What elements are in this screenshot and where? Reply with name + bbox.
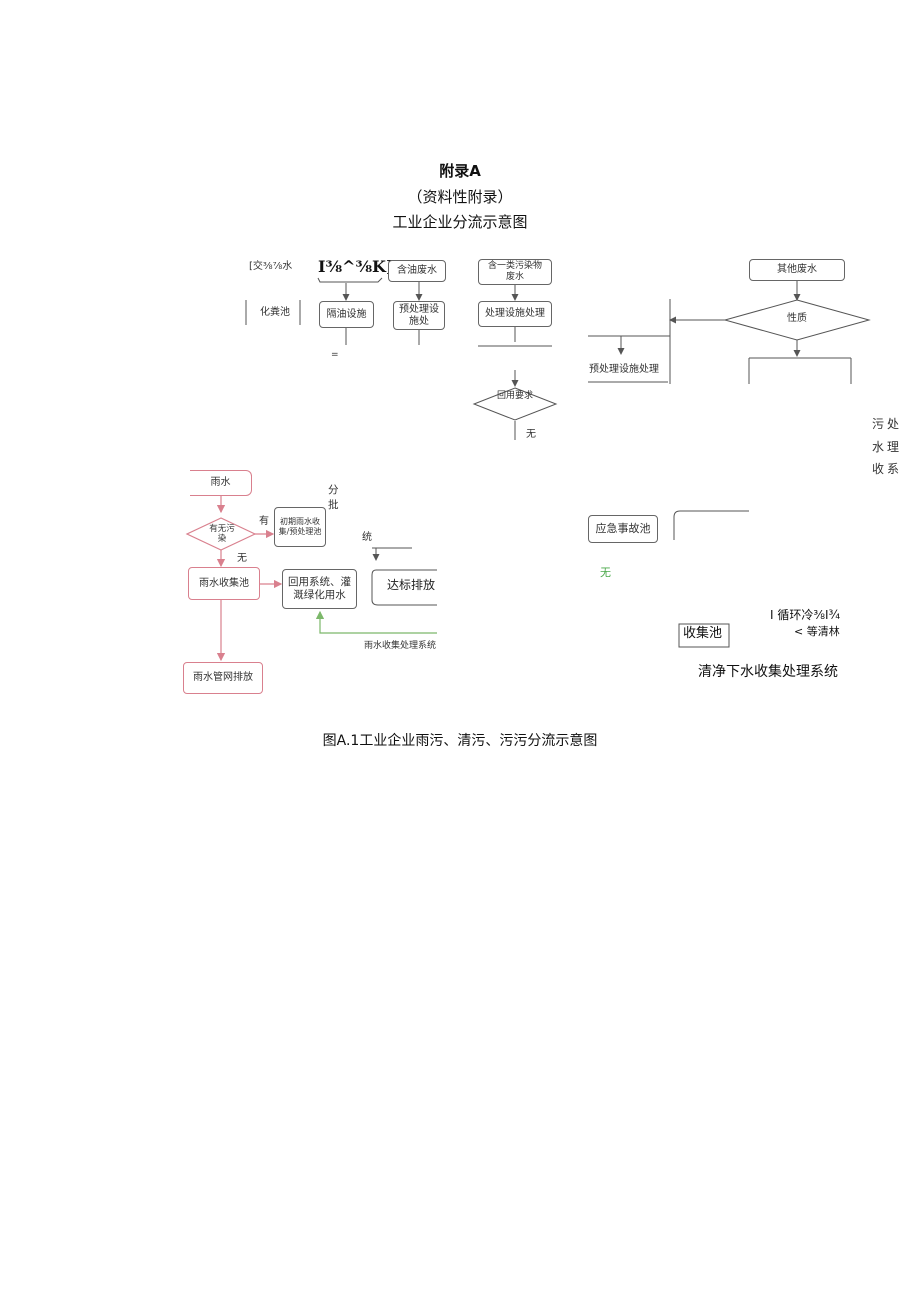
treatment-box: 处理设施处理 [478,301,552,327]
has-label: 有 [259,516,269,527]
reuse-system-box: 回用系统、灌溉绿化用水 [282,569,357,609]
collection-pool-box: 雨水收集池 [188,567,260,600]
initial-pool-box: 初期雨水收集/预处理池 [274,507,326,547]
emergency-pool-box: 应急事故池 [588,515,658,543]
polluted-diamond-label: 有无污染 [209,524,235,544]
system-char-label: 统 [362,532,372,543]
side-text-3: 收系 [872,462,903,476]
toilet-water-label: [交⅜⅞水 [249,261,293,272]
batch-label: 分批 [328,484,339,512]
pretreat-facility-label: 预处理设施处理 [589,364,659,375]
collect-pool-label: 收集池 [683,626,723,641]
none-green-label: 无 [600,566,611,579]
discharge-label: 达标排放 [387,578,436,592]
cooling-label: I 循环冷⅜I¾ [770,608,841,622]
appendix-note: （资料性附录） [407,188,513,206]
equals-mark: = [331,350,339,360]
oily-header-label: I⅜^⅜K] [318,257,394,276]
nature-diamond-label: 性质 [787,313,807,324]
clean-system-label: 清净下水收集处理系统 [698,664,838,680]
appendix-title: 附录A [439,162,481,180]
collection-system-label: 雨水收集处理系统 [364,641,437,651]
reuse-diamond-label: 回用要求 [496,391,533,401]
none-label-a: 无 [526,429,536,440]
septic-tank-label: 化粪池 [260,307,290,318]
rain-none-label: 无 [237,553,247,564]
rainwater-box: 雨水 [190,470,252,496]
pretreatment-box: 预处理设施处 [393,301,445,330]
figure-heading: 工业企业分流示意图 [392,213,528,231]
figure-caption: 图A.1工业企业雨污、清污、污污分流示意图 [322,733,598,749]
oily-water-box: 含油废水 [388,260,446,282]
side-text-1: 污处 [872,417,903,431]
pipe-network-box: 雨水管网排放 [183,662,263,694]
clean-etc-label: < 等清林 [794,625,840,638]
side-text-2: 水理 [872,440,903,454]
pollutant-water-box: 含一类污染物废水 [478,259,552,285]
other-water-box: 其他废水 [749,259,845,281]
oil-separator-box: 隔油设施 [319,301,374,328]
